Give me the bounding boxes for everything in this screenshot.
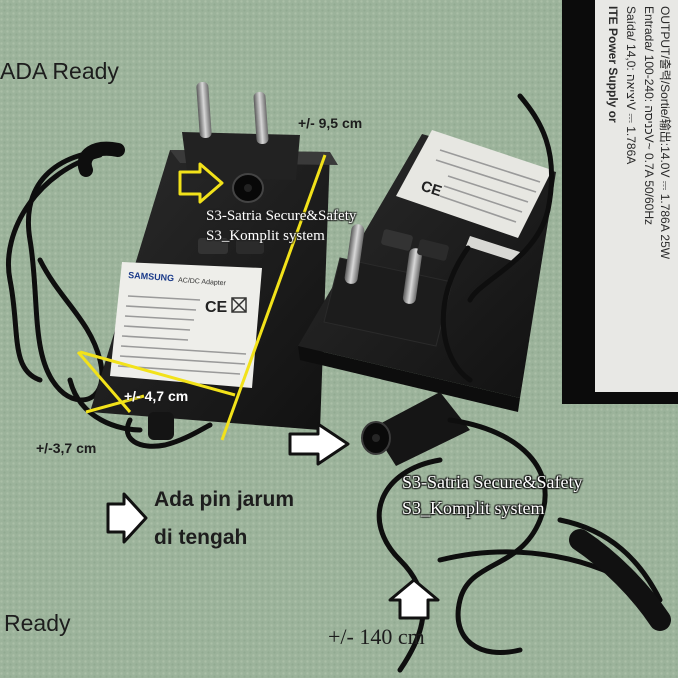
watermark-line1: S3-Satria Secure&Safety	[206, 208, 357, 224]
samsung-logo: SAMSUNG	[128, 270, 175, 283]
cable-length-label: +/- 140 cm	[328, 624, 425, 649]
left-adapter-cable	[6, 147, 213, 449]
label-saida-line: Saída/ יציאה :14,0V ⎓ 1.786A	[624, 6, 638, 165]
watermark-line2-right: S3_Komplit system	[402, 498, 545, 518]
dc-barrel-plug	[361, 392, 470, 466]
right-adapter-spec-label: CE	[396, 130, 552, 238]
label-ite-line: ITE Power Supply or	[606, 6, 620, 123]
measurement-lines	[76, 154, 327, 441]
ce-mark: CE	[205, 299, 228, 316]
height-measure-label: +/-3,7 cm	[36, 440, 97, 456]
watermark-line2: S3_Komplit system	[206, 228, 325, 244]
ready-top-text: ADA Ready	[0, 58, 119, 84]
width-measure-label: +/- 4,7 cm	[124, 388, 189, 404]
length-measure-label: +/- 9,5 cm	[298, 115, 363, 131]
right-adapter: CE	[298, 130, 556, 466]
svg-text:AC/DC Adapter: AC/DC Adapter	[178, 277, 227, 287]
label-closeup-card: OUTPUT/출력/Sortie/输出:14.0V ⎓ 1.786A 25W E…	[595, 0, 678, 392]
yellow-arrow-icon	[178, 162, 224, 204]
left-adapter: SAMSUNG AC/DC Adapter CE	[90, 81, 338, 440]
pin-note-line2: di tengah	[154, 526, 248, 549]
arrow-right-icon-2	[106, 492, 148, 544]
label-input-line: Entrada/ כניסה :100-240V~ 0.7A 50/60Hz	[642, 6, 656, 226]
ready-bottom-text: Ready	[4, 610, 71, 636]
arrow-up-icon	[388, 578, 440, 620]
left-adapter-spec-label: SAMSUNG AC/DC Adapter CE	[110, 262, 262, 388]
arrow-right-icon	[288, 422, 350, 466]
pin-note-line1: Ada pin jarum	[154, 488, 295, 511]
watermark-line1-right: S3-Satria Secure&Safety	[402, 472, 583, 492]
svg-text:CE: CE	[419, 178, 444, 201]
label-output-line: OUTPUT/출력/Sortie/输出:14.0V ⎓ 1.786A 25W	[658, 6, 672, 260]
right-adapter-cable	[376, 93, 663, 673]
